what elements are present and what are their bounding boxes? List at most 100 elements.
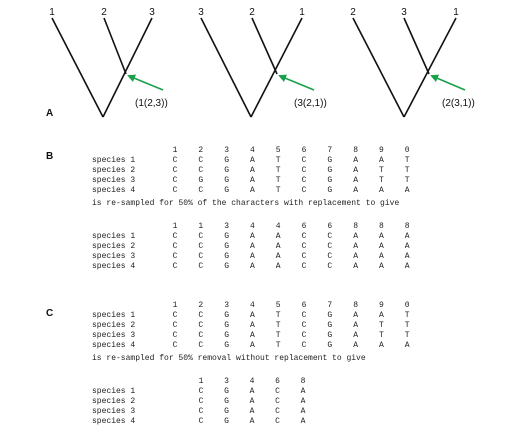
species-name: species 2 bbox=[92, 321, 136, 330]
character-cell: C bbox=[198, 156, 204, 165]
column-number: 4 bbox=[249, 146, 255, 155]
column-number: 0 bbox=[404, 301, 410, 310]
character-cell: C bbox=[301, 262, 307, 271]
species-name: species 2 bbox=[92, 242, 136, 251]
character-cell: C bbox=[301, 232, 307, 241]
column-number: 4 bbox=[249, 301, 255, 310]
character-cell: T bbox=[378, 176, 384, 185]
character-cell: A bbox=[249, 252, 255, 261]
column-number: 2 bbox=[198, 301, 204, 310]
species-name: species 4 bbox=[92, 186, 136, 195]
column-number: 7 bbox=[327, 301, 333, 310]
column-number: 2 bbox=[198, 146, 204, 155]
character-cell: C bbox=[275, 387, 280, 396]
character-cell: A bbox=[300, 387, 306, 396]
character-cell: A bbox=[378, 242, 384, 251]
column-number: 3 bbox=[224, 301, 229, 310]
character-cell: C bbox=[301, 252, 307, 261]
character-cell: G bbox=[327, 176, 333, 185]
column-number: 6 bbox=[301, 222, 307, 231]
character-cell: A bbox=[249, 262, 255, 271]
column-number: 6 bbox=[275, 377, 280, 386]
column-number: 6 bbox=[301, 301, 307, 310]
node-arrow-icon bbox=[278, 74, 315, 91]
character-cell: A bbox=[404, 262, 410, 271]
character-cell: G bbox=[224, 397, 229, 406]
character-cell: T bbox=[275, 331, 281, 340]
character-cell: T bbox=[275, 186, 281, 195]
column-number: 8 bbox=[353, 146, 358, 155]
character-cell: T bbox=[275, 321, 281, 330]
character-cell: C bbox=[172, 341, 178, 350]
character-cell: G bbox=[224, 417, 229, 426]
character-cell: C bbox=[301, 166, 307, 175]
character-cell: G bbox=[224, 311, 229, 320]
character-cell: A bbox=[353, 232, 358, 241]
character-cell: T bbox=[275, 311, 281, 320]
character-cell: C bbox=[327, 262, 333, 271]
character-cell: C bbox=[301, 331, 307, 340]
species-name: species 1 bbox=[92, 232, 136, 241]
character-cell: G bbox=[224, 186, 229, 195]
character-cell: A bbox=[353, 262, 358, 271]
character-cell: C bbox=[172, 232, 178, 241]
column-number: 3 bbox=[224, 146, 229, 155]
leaf-label: 2 bbox=[350, 7, 356, 18]
character-cell: C bbox=[198, 262, 204, 271]
character-cell: C bbox=[198, 387, 204, 396]
character-cell: G bbox=[327, 311, 333, 320]
character-cell: T bbox=[378, 331, 384, 340]
column-number: 6 bbox=[327, 222, 333, 231]
character-cell: A bbox=[249, 176, 255, 185]
character-cell: A bbox=[275, 262, 281, 271]
character-cell: C bbox=[275, 397, 280, 406]
column-number: 3 bbox=[224, 222, 229, 231]
character-cell: A bbox=[249, 397, 255, 406]
character-cell: A bbox=[353, 341, 358, 350]
character-cell: A bbox=[404, 242, 410, 251]
column-number: 7 bbox=[327, 146, 333, 155]
character-cell: T bbox=[275, 176, 281, 185]
character-cell: A bbox=[378, 232, 384, 241]
branch-outer-left bbox=[352, 17, 405, 118]
character-cell: A bbox=[249, 242, 255, 251]
character-cell: G bbox=[224, 341, 229, 350]
character-cell: C bbox=[198, 242, 204, 251]
character-cell: A bbox=[378, 156, 384, 165]
character-cell: A bbox=[249, 232, 255, 241]
character-cell: C bbox=[198, 397, 204, 406]
branch-outer-left bbox=[51, 17, 104, 118]
character-cell: C bbox=[172, 166, 178, 175]
column-number: 8 bbox=[300, 377, 306, 386]
character-cell: A bbox=[378, 186, 384, 195]
species-name: species 1 bbox=[92, 311, 136, 320]
newick-label: (2(3,1)) bbox=[442, 98, 475, 109]
column-number: 8 bbox=[404, 222, 410, 231]
character-cell: C bbox=[198, 232, 204, 241]
character-cell: A bbox=[353, 321, 358, 330]
character-cell: A bbox=[378, 252, 384, 261]
character-cell: A bbox=[404, 252, 410, 261]
leaf-label: 1 bbox=[299, 7, 305, 18]
character-cell: A bbox=[249, 166, 255, 175]
character-cell: G bbox=[224, 176, 229, 185]
character-cell: A bbox=[275, 232, 281, 241]
leaf-label: 1 bbox=[49, 7, 55, 18]
column-number: 9 bbox=[378, 146, 384, 155]
character-cell: A bbox=[275, 252, 281, 261]
species-name: species 4 bbox=[92, 341, 136, 350]
species-name: species 3 bbox=[92, 252, 136, 261]
column-number: 5 bbox=[275, 146, 281, 155]
character-cell: T bbox=[404, 321, 410, 330]
character-cell: C bbox=[172, 262, 178, 271]
column-number: 6 bbox=[301, 146, 307, 155]
character-cell: A bbox=[249, 311, 255, 320]
character-cell: C bbox=[172, 331, 178, 340]
character-cell: A bbox=[353, 176, 358, 185]
character-cell: T bbox=[404, 166, 410, 175]
character-cell: A bbox=[404, 232, 410, 241]
character-cell: C bbox=[172, 186, 178, 195]
